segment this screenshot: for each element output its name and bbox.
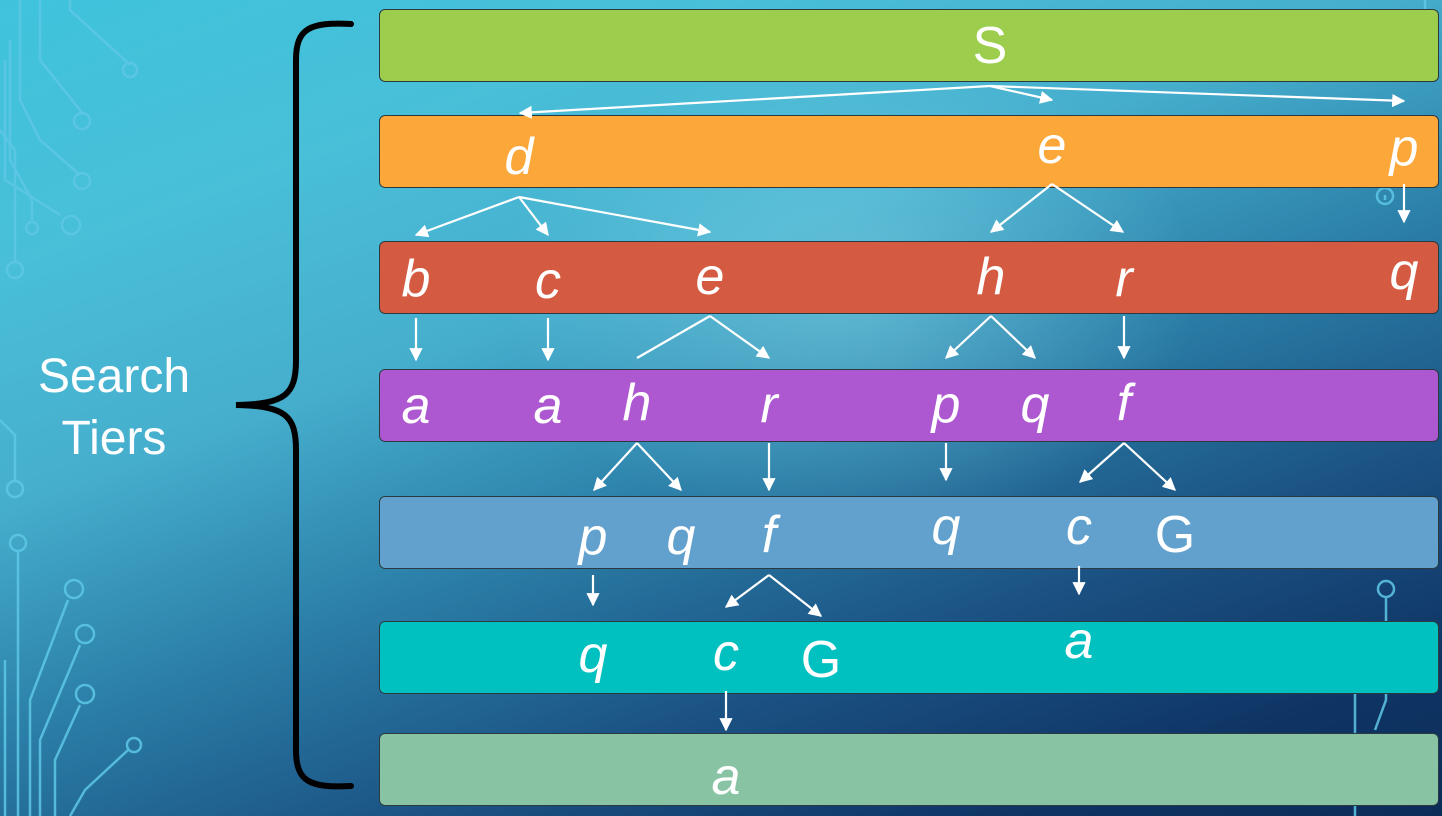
node-G: G xyxy=(800,631,842,689)
tier-5-bar xyxy=(379,621,1439,694)
node-e: e xyxy=(1037,117,1067,175)
node-p: p xyxy=(931,376,961,434)
node-e: e xyxy=(695,248,725,306)
tier-4-bar xyxy=(379,496,1439,569)
edge-e2-h xyxy=(636,315,711,359)
node-c: c xyxy=(535,252,561,310)
edge-S-p xyxy=(989,84,1406,108)
search-tiers-label: Search Tiers xyxy=(14,346,214,470)
node-a: a xyxy=(533,377,563,435)
tier-2-bar xyxy=(379,241,1439,314)
node-f: f xyxy=(761,506,777,564)
tier-0-bar xyxy=(379,9,1439,82)
node-c: c xyxy=(1066,498,1092,556)
tier-6-bar xyxy=(379,733,1439,806)
node-q: q xyxy=(1389,243,1419,301)
node-a: a xyxy=(711,748,741,806)
edge-d-b xyxy=(414,195,520,238)
edge-d-e xyxy=(518,195,712,237)
edge-e-r xyxy=(1051,183,1125,233)
tier-1-bar xyxy=(379,115,1439,188)
edge-S-e xyxy=(989,84,1054,104)
node-q: q xyxy=(1020,376,1050,434)
edge-h3-q xyxy=(636,442,682,491)
node-q: q xyxy=(666,508,696,566)
edge-f3-c xyxy=(1079,442,1125,483)
node-b: b xyxy=(401,250,431,308)
node-G: G xyxy=(1154,506,1196,564)
edge-e2-r xyxy=(709,315,771,359)
node-q: q xyxy=(931,498,961,556)
edge-e-h xyxy=(989,183,1053,233)
node-q: q xyxy=(578,626,608,684)
edge-h-p xyxy=(945,315,992,359)
node-h: h xyxy=(622,374,652,432)
node-d: d xyxy=(504,128,534,186)
edge-d-c xyxy=(518,196,549,237)
edge-f4-G xyxy=(768,574,823,617)
node-S: S xyxy=(972,17,1008,75)
node-c: c xyxy=(713,624,739,682)
node-p: p xyxy=(578,508,608,566)
node-f: f xyxy=(1116,374,1132,432)
node-h: h xyxy=(976,248,1006,306)
node-a: a xyxy=(401,377,431,435)
edge-h-q xyxy=(990,315,1036,359)
node-a: a xyxy=(1064,612,1094,670)
edge-h3-p xyxy=(593,442,638,491)
tier-3-bar xyxy=(379,369,1439,442)
node-p: p xyxy=(1389,119,1419,177)
edge-f3-G xyxy=(1123,442,1176,491)
edge-f4-c xyxy=(724,574,770,608)
node-r: r xyxy=(760,376,778,434)
search-tiers-label-line1: Search xyxy=(37,350,191,403)
edge-S-d xyxy=(518,84,991,119)
node-r: r xyxy=(1115,250,1133,308)
search-tiers-label-line2: Tiers xyxy=(61,412,167,465)
